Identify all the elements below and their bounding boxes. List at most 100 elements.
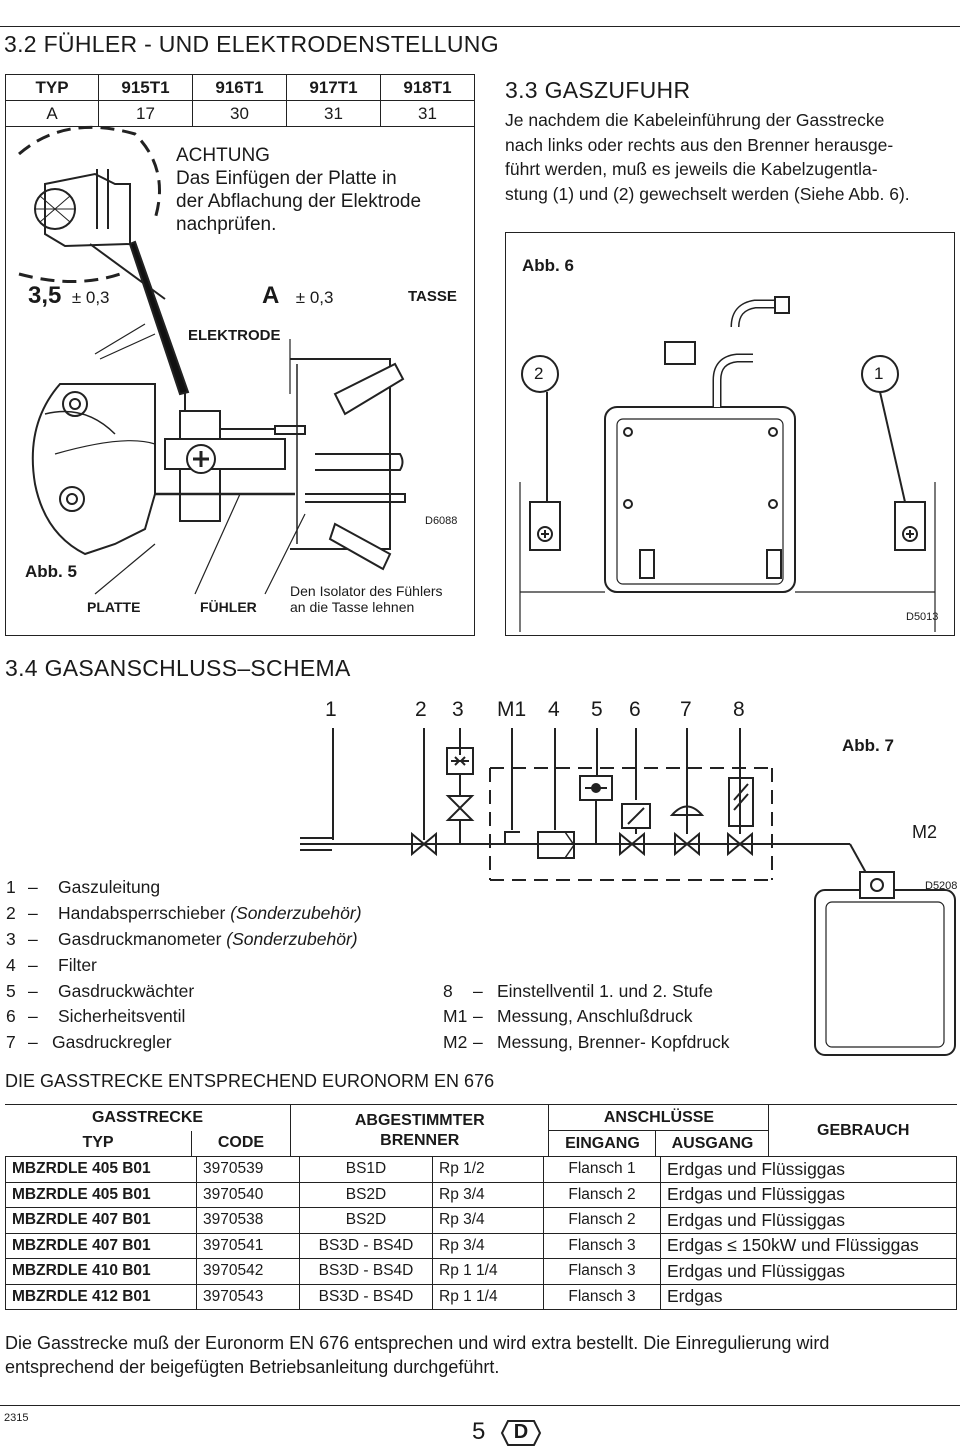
gas-cell-gebrauch: Erdgas und Flüssiggas <box>660 1181 957 1208</box>
typ-cell: 31 <box>286 100 381 127</box>
legend-text: Sicherheitsventil <box>58 1006 186 1026</box>
doc-number: 2315 <box>4 1412 29 1424</box>
legend-number: 6 <box>6 1006 16 1026</box>
gas-cell-gebrauch: Erdgas und Flüssiggas <box>660 1207 957 1234</box>
section-33-text: Je nachdem die Kabeleinführung der Gasst… <box>505 108 910 206</box>
header-brenner: ABGESTIMMTER BRENNER <box>289 1104 550 1156</box>
gas-cell-typ: MBZRDLE 410 B01 <box>5 1258 197 1285</box>
section-33-line: nach links oder rechts aus den Brenner h… <box>505 134 894 155</box>
gas-cell-ausgang: Flansch 3 <box>543 1258 661 1285</box>
header-code: CODE <box>191 1130 291 1156</box>
schema-number: 2 <box>415 698 427 721</box>
language-badge-shape <box>500 1420 542 1446</box>
section-33-title: 3.3 GASZUFUHR <box>505 77 691 103</box>
legend-item: 5–Gasdruckwächter <box>6 981 195 1001</box>
gas-cell-code: 3970539 <box>196 1156 300 1183</box>
typ-cell: 31 <box>380 100 475 127</box>
gas-cell-ausgang: Flansch 2 <box>543 1207 661 1234</box>
isolator-note: Den Isolator des Fühlers an die Tasse le… <box>290 583 443 615</box>
abb6-frame <box>505 232 955 636</box>
gas-cell-brenner: BS3D - BS4D <box>299 1258 433 1285</box>
achtung-note: ACHTUNG Das Einfügen der Platte in der A… <box>176 144 466 236</box>
gas-table-subheader: TYP CODE EINGANG AUSGANG <box>5 1130 957 1156</box>
isolator-line: an die Tasse lehnen <box>290 599 415 615</box>
dim-a-value: A <box>262 282 280 309</box>
header-gebrauch: GEBRAUCH <box>768 1104 957 1156</box>
gas-schema-drawing <box>300 728 956 1056</box>
abb6-label: Abb. 6 <box>522 256 574 275</box>
gas-cell-ausgang: Flansch 1 <box>543 1156 661 1183</box>
gas-cell-code: 3970540 <box>196 1181 300 1208</box>
gas-cell-brenner: BS1D <box>299 1156 433 1183</box>
legend-item: 6–Sicherheitsventil <box>6 1006 186 1026</box>
typ-table-row: A 17 30 31 31 <box>5 100 475 127</box>
gas-cell-eingang: Rp 3/4 <box>432 1181 544 1208</box>
gas-cell-eingang: Rp 1/2 <box>432 1156 544 1183</box>
legend-text: Gasdruckregler <box>52 1032 172 1052</box>
m2-label: M2 <box>912 822 938 842</box>
section-34-title: 3.4 GASANSCHLUSS–SCHEMA <box>5 655 351 681</box>
section-33-line: führt werden, muß es jeweils die Kabelzu… <box>505 159 878 179</box>
legend-item: M2–Messung, Brenner- Kopfdruck <box>443 1032 730 1052</box>
gas-cell-code: 3970543 <box>196 1283 300 1310</box>
legend-note: (Sonderzubehör) <box>230 903 362 923</box>
dim-a-label: A ± 0,3 <box>262 282 333 310</box>
tasse-label: TASSE <box>408 288 457 305</box>
footer-note: Die Gasstrecke muß der Euronorm EN 676 e… <box>5 1331 829 1379</box>
header-gasstrecke: GASSTRECKE <box>91 1108 204 1126</box>
gas-section-title: DIE GASSTRECKE ENTSPRECHEND EURONORM EN … <box>5 1071 495 1091</box>
legend-text: Gasdruckmanometer <box>58 929 222 949</box>
section-32-title: 3.2 FÜHLER - UND ELEKTRODENSTELLUNG <box>4 31 499 57</box>
language-badge: D <box>500 1419 542 1447</box>
legend-item: 8–Einstellventil 1. und 2. Stufe <box>443 981 713 1001</box>
abb5-code: D6088 <box>425 515 458 527</box>
footer-rule <box>0 1405 960 1406</box>
header-anschluesse: ANSCHLÜSSE <box>603 1108 715 1126</box>
schema-number: 7 <box>680 698 692 721</box>
dim-35-value: 3,5 <box>28 282 62 309</box>
abb6-code: D5013 <box>906 611 939 623</box>
gas-cell-brenner: BS2D <box>299 1207 433 1234</box>
electrode-drawing <box>18 125 406 595</box>
dim-35-tolerance: ± 0,3 <box>71 288 110 307</box>
header-brenner-line: BRENNER <box>380 1131 460 1149</box>
legend-number: 2 <box>6 903 16 923</box>
legend-text: Gasdruckwächter <box>58 981 195 1001</box>
gas-cell-eingang: Rp 3/4 <box>432 1207 544 1234</box>
legend-number: M2 <box>443 1032 468 1052</box>
legend-number: 1 <box>6 877 16 897</box>
typ-cell: A <box>5 100 99 127</box>
gas-cell-gebrauch: Erdgas und Flüssiggas <box>660 1156 957 1183</box>
gas-cell-eingang: Rp 3/4 <box>432 1232 544 1259</box>
legend-text: Messung, Brenner- Kopfdruck <box>497 1032 730 1052</box>
section-33-line: Je nachdem die Kabeleinführung der Gasst… <box>505 110 885 130</box>
section-33-line: stung (1) und (2) gewechselt werden (Sie… <box>505 183 910 204</box>
gas-cell-typ: MBZRDLE 405 B01 <box>5 1181 197 1208</box>
legend-number: 4 <box>6 955 16 975</box>
legend-text: Messung, Anschlußdruck <box>497 1006 693 1026</box>
abb5-label: Abb. 5 <box>25 562 77 581</box>
legend-item: M1–Messung, Anschlußdruck <box>443 1006 693 1026</box>
gas-cell-ausgang: Flansch 2 <box>543 1181 661 1208</box>
platte-label: PLATTE <box>87 599 141 615</box>
gas-train-table: GASSTRECKE ABGESTIMMTER BRENNER ANSCHLÜS… <box>5 1104 957 1156</box>
legend-item: 4–Filter <box>6 955 97 975</box>
gas-cell-typ: MBZRDLE 412 B01 <box>5 1283 197 1310</box>
header-ausgang: AUSGANG <box>655 1130 769 1156</box>
legend-text: Einstellventil 1. und 2. Stufe <box>497 981 713 1001</box>
achtung-line: der Abflachung der Elektrode <box>176 191 422 212</box>
dim-a-tolerance: ± 0,3 <box>295 288 334 307</box>
legend-item: 7–Gasdruckregler <box>6 1032 172 1052</box>
isolator-line: Den Isolator des Fühlers <box>290 583 443 599</box>
schema-number: 1 <box>325 698 337 721</box>
legend-text: Filter <box>58 955 97 975</box>
dim-35-label: 3,5 ± 0,3 <box>28 282 110 310</box>
header-eingang: EINGANG <box>548 1130 656 1156</box>
header-abgestimmter: ABGESTIMMTER <box>354 1111 485 1129</box>
typ-header-cell: 915T1 <box>98 74 193 101</box>
legend-number: 7 <box>6 1032 16 1052</box>
